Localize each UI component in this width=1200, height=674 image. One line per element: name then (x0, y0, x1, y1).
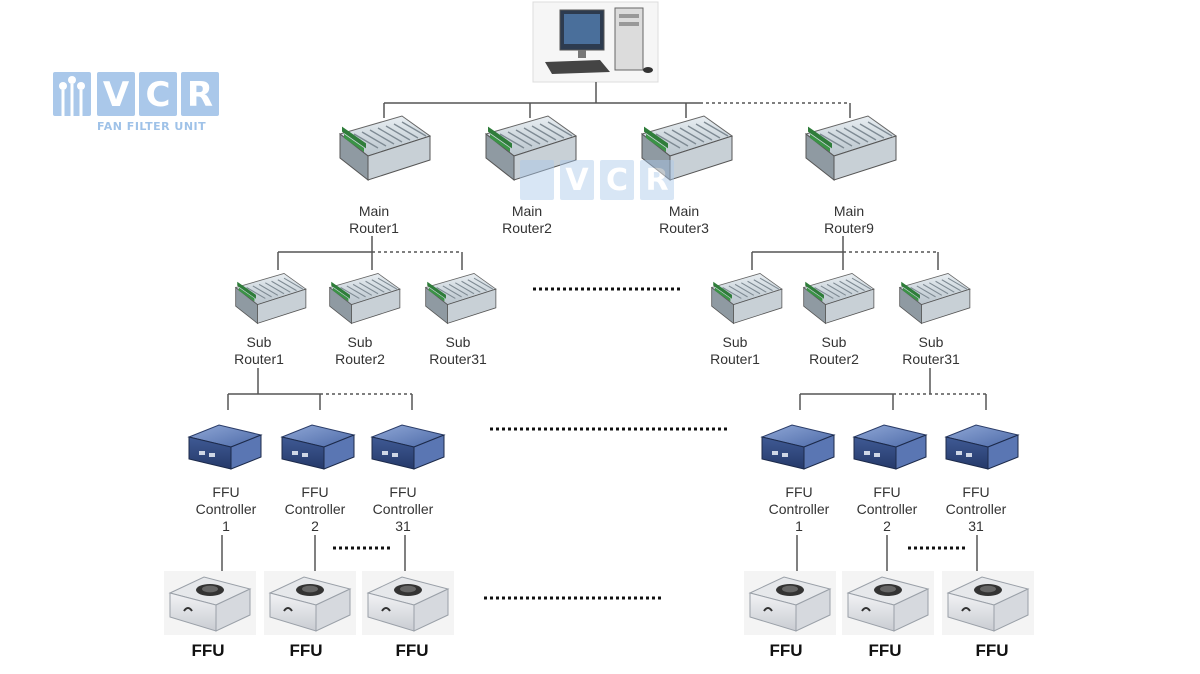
connection-lines (221, 82, 987, 572)
ffu-right-1-icon (744, 571, 836, 635)
sub-router-left-31-icon (424, 273, 497, 325)
ffu-right-1-label: FFU (769, 641, 803, 660)
logo-letter-c: C (139, 72, 177, 116)
sub-router-left-2-icon (328, 273, 401, 325)
main-router-2-icon (484, 115, 578, 182)
sub-router-right-31-icon (898, 273, 971, 325)
vcr-logo: V C R FAN FILTER UNIT (53, 72, 223, 138)
main-router-1-icon (338, 115, 432, 182)
logo-mark-icon (53, 72, 91, 116)
ffu-right-31-icon (942, 571, 1034, 635)
ffu-left-1-icon (164, 571, 256, 635)
ffu-controller-right-2-icon (852, 424, 928, 470)
ffu-left-31-label: FFU (395, 641, 429, 660)
ffu-left-2-icon (264, 571, 356, 635)
computer-icon (532, 1, 659, 83)
sub-router-right-1-icon (710, 273, 783, 325)
ffu-right-2-icon (842, 571, 934, 635)
ffu-controller-right-31-icon (944, 424, 1020, 470)
sub-router-right-2-icon (802, 273, 875, 325)
ffu-right-2-label: FFU (868, 641, 902, 660)
main-router-3-icon (640, 115, 734, 182)
ffu-controller-left-1-icon (187, 424, 263, 470)
ffu-left-31-icon (362, 571, 454, 635)
ffu-left-1-label: FFU (191, 641, 225, 660)
separator-dots-right-ffu (908, 546, 965, 550)
watermark-letter-v: V (560, 160, 594, 200)
separator-dots-ffus (484, 596, 661, 600)
logo-tagline: FAN FILTER UNIT (97, 120, 207, 133)
vcr-watermark: V C R (520, 160, 680, 220)
sub-router-left-1-icon (234, 273, 307, 325)
main-router-9-icon (804, 115, 898, 182)
logo-letter-r: R (181, 72, 219, 116)
separator-dots-controllers (490, 427, 727, 431)
ffu-left-2-label: FFU (289, 641, 323, 660)
watermark-mark-icon (520, 160, 554, 200)
watermark-letter-r: R (640, 160, 674, 200)
ffu-controller-left-31-icon (370, 424, 446, 470)
logo-letter-v: V (97, 72, 135, 116)
ffu-controller-left-2-icon (280, 424, 356, 470)
ffu-controller-right-1-icon (760, 424, 836, 470)
separator-dots-routers (533, 287, 680, 291)
separator-dots-left-ffu (333, 546, 390, 550)
watermark-letter-c: C (600, 160, 634, 200)
ffu-right-31-label: FFU (975, 641, 1009, 660)
